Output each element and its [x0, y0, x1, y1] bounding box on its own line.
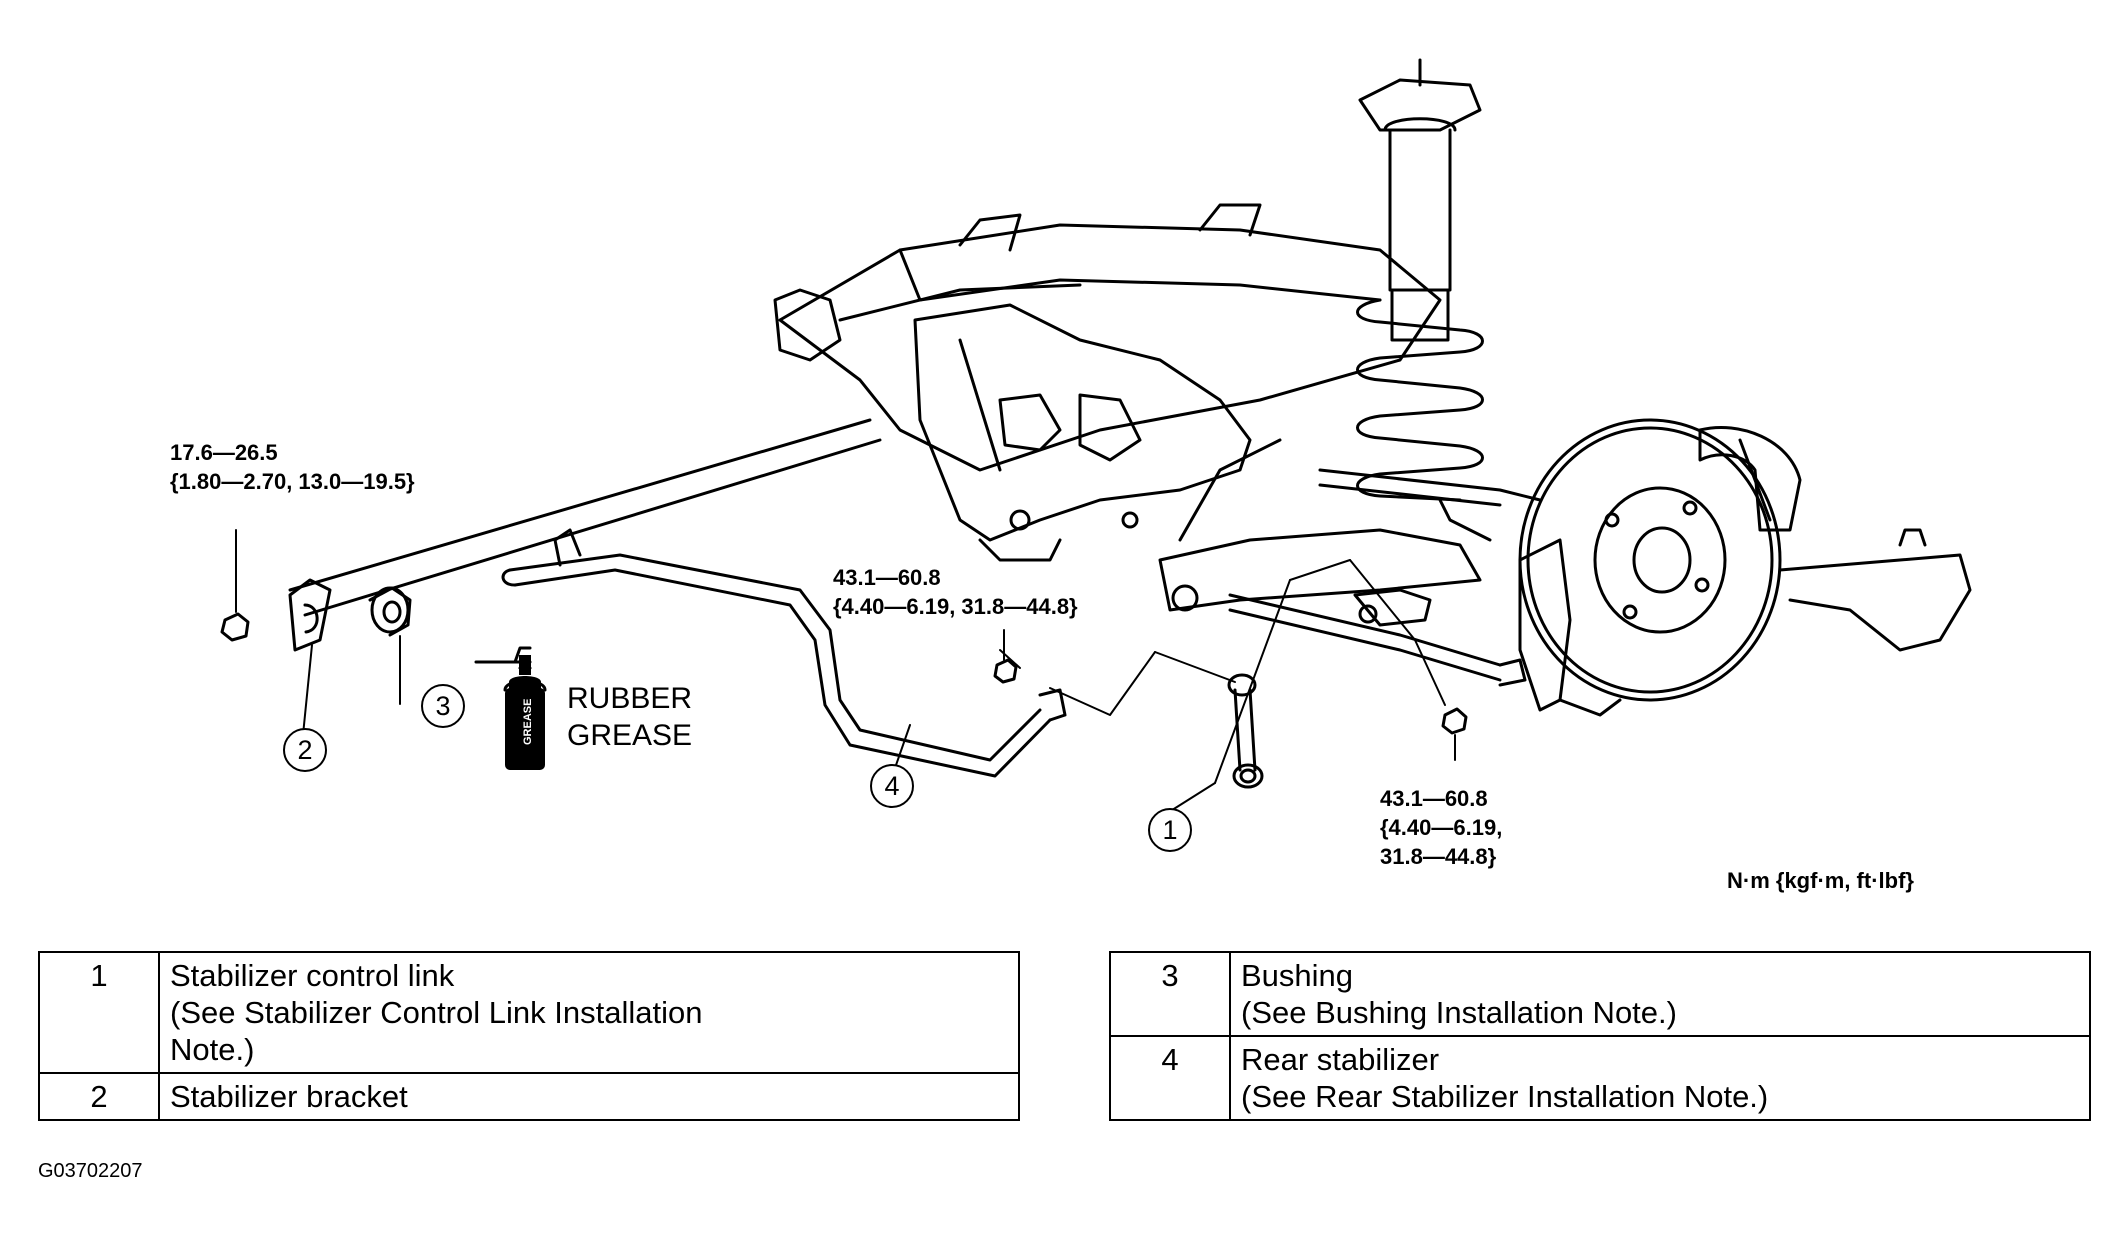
- bushing-and-bracket: [288, 578, 412, 652]
- leader-lines: [235, 529, 1456, 825]
- grease-bottle-text: GREASE: [522, 699, 534, 745]
- legend-number: 4: [1109, 1035, 1231, 1121]
- crossmember: [773, 203, 1482, 612]
- wheel-hub-disc: [1518, 418, 1802, 717]
- callout-4: 4: [870, 764, 914, 808]
- rubber-grease-label: RUBBER GREASE: [567, 682, 693, 752]
- callout-2: 2: [283, 728, 327, 772]
- legend-number: 1: [38, 951, 160, 1074]
- legend-description: Stabilizer control link (See Stabilizer …: [158, 951, 1020, 1074]
- legend-number: 2: [38, 1072, 160, 1121]
- legend-row: 1 Stabilizer control link (See Stabilize…: [38, 951, 1020, 1074]
- callout-1: 1: [1148, 808, 1192, 852]
- legend-description: Stabilizer bracket: [158, 1072, 1020, 1121]
- legend-row: 2 Stabilizer bracket: [38, 1072, 1020, 1121]
- torque-spec-link-lower-nut: 43.1—60.8 {4.40—6.19, 31.8—44.8}: [1380, 786, 1503, 869]
- trailing-arm: [1778, 528, 1972, 652]
- callout-3: 3: [421, 684, 465, 728]
- figure-id: G03702207: [38, 1160, 143, 1182]
- legend-table-right: 3 Bushing (See Bushing Installation Note…: [1109, 951, 2091, 1121]
- grease-bottle-body: GREASE: [505, 655, 545, 770]
- legend-table-left: 1 Stabilizer control link (See Stabilize…: [38, 951, 1020, 1121]
- strut-assembly: [1356, 58, 1492, 542]
- legend-row: 3 Bushing (See Bushing Installation Note…: [1109, 951, 2091, 1037]
- stabilizer-bar-body: [288, 418, 882, 617]
- legend-description: Bushing (See Bushing Installation Note.): [1229, 951, 2091, 1037]
- stabilizer-control-link: [1227, 673, 1264, 789]
- torque-units: N·m {kgf·m, ft·lbf}: [1727, 868, 1914, 893]
- legend-number: 3: [1109, 951, 1231, 1037]
- torque-spec-bracket-nut: 17.6—26.5 {1.80—2.70, 13.0—19.5}: [170, 440, 415, 494]
- suspension-illustration: GREASE: [220, 58, 1972, 825]
- rear-stabilizer-bar: [501, 528, 1067, 778]
- legend-row: 4 Rear stabilizer (See Rear Stabilizer I…: [1109, 1035, 2091, 1121]
- lateral-links: [1228, 468, 1542, 687]
- nuts: [220, 612, 1468, 735]
- legend-description: Rear stabilizer (See Rear Stabilizer Ins…: [1229, 1035, 2091, 1121]
- torque-spec-link-upper-nut: 43.1—60.8 {4.40—6.19, 31.8—44.8}: [833, 565, 1078, 619]
